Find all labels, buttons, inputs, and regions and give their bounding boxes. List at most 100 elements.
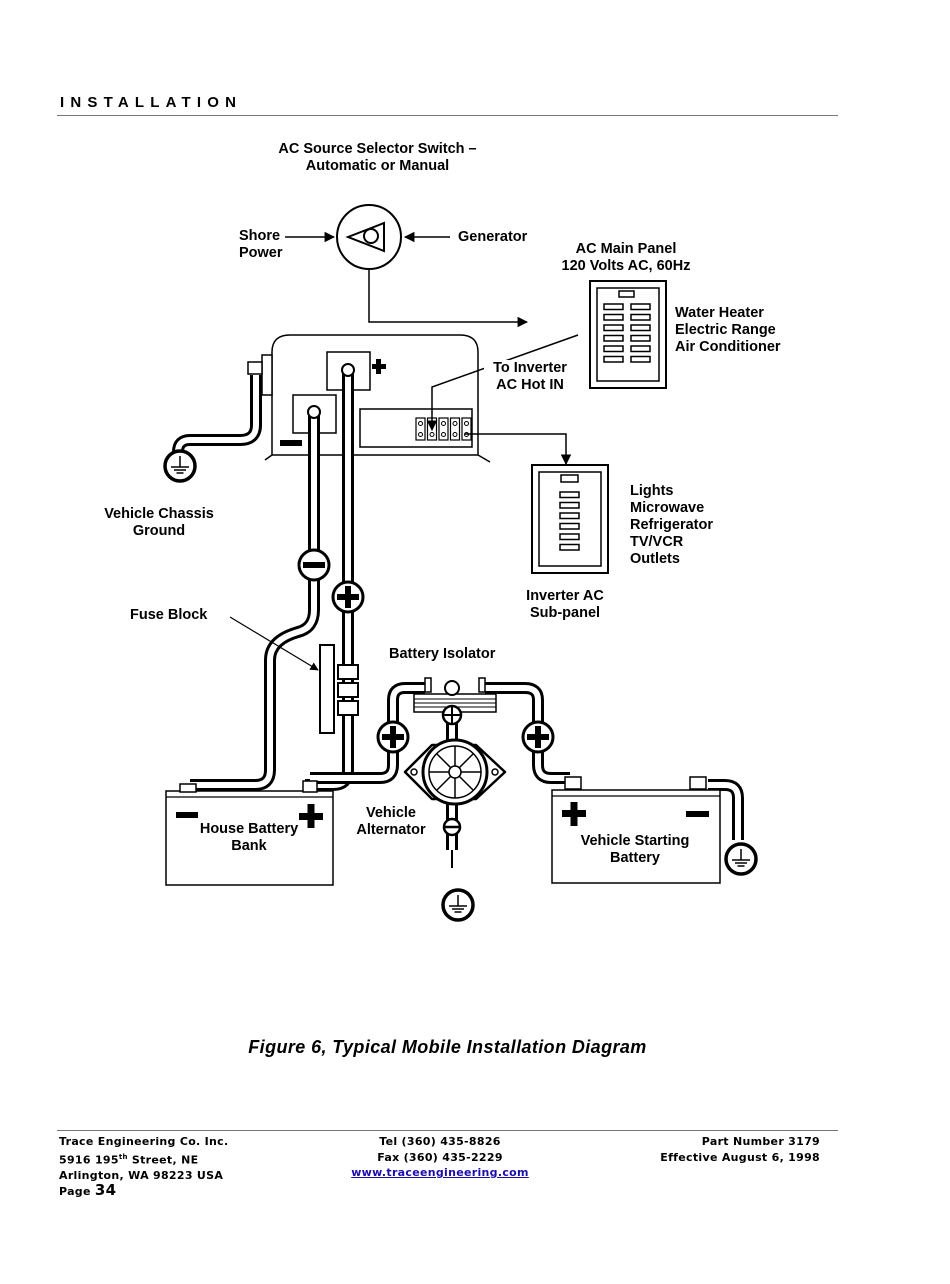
label-line: Inverter AC (526, 588, 604, 604)
starting-battery-label: Vehicle Starting Battery (570, 833, 700, 867)
footer-street: 5916 195th Street, NE (59, 1150, 229, 1168)
section-header: INSTALLATION (60, 94, 243, 111)
label-line: To Inverter (493, 360, 567, 376)
minus-polarity-icon (297, 548, 331, 582)
label-line: AC Source Selector Switch – (278, 141, 477, 157)
terminal (415, 417, 426, 441)
label-line: House Battery (199, 821, 299, 837)
label-line: Air Conditioner (675, 339, 781, 355)
breaker (630, 324, 651, 332)
label-line: Vehicle Starting (580, 833, 690, 849)
to-inverter-arrow (426, 334, 579, 432)
chassis-ground-icon (163, 449, 197, 483)
alternator-label: Vehicle Alternator (352, 805, 430, 839)
figure-caption: Figure 6, Typical Mobile Installation Di… (248, 1037, 647, 1057)
street-suffix: th (118, 1152, 128, 1161)
footer-rule (57, 1130, 838, 1131)
sub-panel-label: Inverter AC Sub-panel (515, 588, 615, 622)
terminal-screw (452, 421, 458, 426)
terminal-screw (452, 432, 458, 437)
plus-polarity-icon (376, 720, 410, 754)
terminal-screw (429, 432, 435, 437)
label-line: Lights (630, 483, 674, 499)
ac-main-panel-label: AC Main Panel 120 Volts AC, 60Hz (553, 241, 699, 275)
main-panel-loads-label: Water Heater Electric Range Air Conditio… (675, 305, 781, 356)
selector-switch-icon (336, 204, 402, 270)
breaker (630, 313, 651, 321)
breaker (603, 313, 624, 321)
footer-contact: Tel (360) 435-8826 Fax (360) 435-2229 ww… (340, 1134, 540, 1181)
footer-effective-date: Effective August 6, 1998 (660, 1150, 820, 1164)
breaker (630, 345, 651, 353)
label-line: Bank (231, 838, 267, 854)
sub-panel-loads-label: Lights Microwave Refrigerator TV/VCR Out… (630, 483, 713, 568)
inverter-icon (247, 334, 491, 463)
footer-city: Arlington, WA 98223 USA (59, 1168, 224, 1182)
terminal-screw (418, 421, 423, 426)
label-line: Outlets (630, 551, 680, 567)
plus-polarity-icon (521, 720, 555, 754)
terminal (438, 417, 449, 441)
breaker (603, 345, 624, 353)
label-line: Ground (132, 523, 186, 539)
page-number: 34 (94, 1181, 117, 1200)
to-subpanel-arrow (465, 433, 572, 466)
footer-tel: Tel (360) 435-8826 (379, 1135, 501, 1148)
to-main-panel-arrow (368, 269, 529, 328)
starting-battery-icon (551, 776, 721, 884)
label-line: Battery (610, 850, 660, 866)
selector-switch-label: AC Source Selector Switch – Automatic or… (270, 141, 485, 175)
breaker (559, 512, 580, 520)
starting-battery-ground-icon (724, 842, 758, 876)
generator-label: Generator (458, 229, 528, 245)
alternator-icon (403, 738, 507, 868)
label-line: Water Heater (675, 305, 764, 321)
label-line: Microwave (630, 500, 705, 516)
chassis-ground-label: Vehicle Chassis Ground (98, 506, 220, 540)
footer-address: Trace Engineering Co. Inc. 5916 195th St… (59, 1134, 229, 1200)
label-line: Shore (239, 228, 281, 244)
breaker (559, 533, 580, 541)
footer-part-number: Part Number 3179 (701, 1135, 820, 1148)
footer-page: Page 34 (59, 1181, 229, 1200)
battery-isolator-icon (413, 677, 497, 726)
breaker (559, 543, 580, 551)
footer-fax: Fax (360) 435-2229 (377, 1150, 503, 1164)
breaker (603, 334, 624, 342)
terminal-screw (441, 421, 446, 426)
page-label: Page (59, 1185, 91, 1199)
terminal-screw (418, 432, 423, 437)
fuse-block-icon (319, 644, 359, 734)
house-battery-label: House Battery Bank (193, 821, 305, 855)
alternator-ground-icon (441, 888, 475, 922)
label-line: Sub-panel (529, 605, 601, 621)
fuse-block-label: Fuse Block (130, 607, 208, 623)
breaker (630, 303, 651, 311)
street-name: Street, NE (127, 1153, 199, 1167)
terminal-lug-icon (307, 363, 355, 419)
label-line: TV/VCR (630, 534, 684, 550)
breaker (630, 355, 651, 363)
shore-power-label: Shore Power (239, 228, 283, 262)
breaker (603, 303, 624, 311)
label-line: 120 Volts AC, 60Hz (561, 258, 691, 274)
label-line: Electric Range (675, 322, 776, 338)
label-line: AC Main Panel (575, 241, 677, 257)
terminal (461, 417, 472, 441)
breaker (630, 334, 651, 342)
ac-main-panel-icon (589, 280, 667, 389)
plus-polarity-icon (331, 580, 365, 614)
label-line: Automatic or Manual (305, 158, 450, 174)
sub-panel-icon (531, 464, 609, 574)
label-line: AC Hot IN (496, 377, 564, 393)
terminal (449, 417, 461, 441)
breaker (559, 522, 580, 530)
fuse-block-pointer (229, 616, 319, 671)
terminal-screw (441, 432, 446, 437)
footer-document-info: Part Number 3179 Effective August 6, 199… (620, 1134, 820, 1165)
label-line: Alternator (356, 822, 426, 838)
website-link[interactable]: www.traceengineering.com (351, 1166, 529, 1179)
breaker (559, 501, 580, 509)
label-line: Refrigerator (630, 517, 713, 533)
